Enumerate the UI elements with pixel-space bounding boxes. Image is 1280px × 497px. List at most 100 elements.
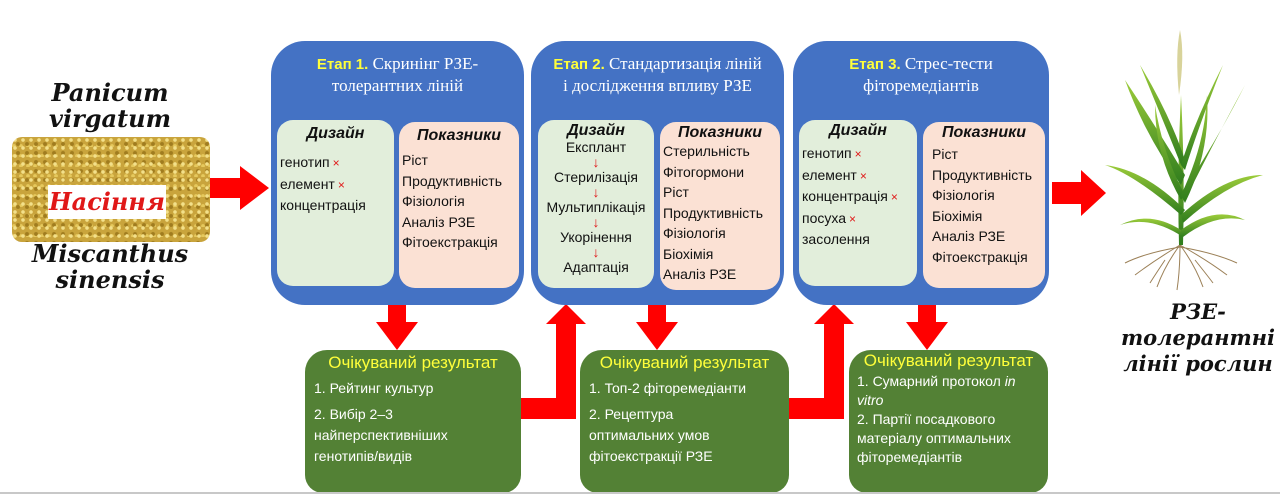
stage-2-metrics-heading: Показники — [678, 124, 762, 141]
stage-2-metric-item: Фізіологія — [663, 225, 726, 241]
stage-3-metric-item: Продуктивність — [932, 166, 1032, 183]
output-label-line1: РЗЕ- — [1170, 299, 1226, 324]
stage-3-metric-item: Аналіз РЗЕ — [932, 228, 1006, 244]
stage-3-title: Етап 3. Стрес-тести фіторемедіантів — [793, 53, 1049, 96]
output-label-line2: толерантні — [1120, 325, 1276, 350]
output-label-line3: лінії рослин — [1123, 351, 1273, 376]
arrow-stage1-to-result1 — [376, 304, 418, 350]
stage-2-metric-item: Стерильність — [663, 143, 750, 159]
stage-3-metric-item: Біохімія — [932, 207, 983, 224]
arrow-seeds-to-stage1 — [210, 166, 269, 210]
result-1-box: Очікуваний результат 1. Рейтинг культур … — [305, 350, 521, 493]
stage-3-metric-item: Фізіологія — [932, 187, 995, 203]
cross-icon: × — [854, 147, 862, 161]
down-arrow-icon: ↓ — [592, 214, 600, 230]
stage-1-number: Етап 1. — [316, 56, 369, 73]
stage-1-box: Етап 1. Скринінг РЗЕ- толерантних ліній … — [271, 41, 524, 305]
stage-3-title-line1: Стрес-тести — [904, 54, 993, 73]
stage-3-design-item: засолення — [802, 231, 870, 247]
stage-3-design-item: генотип× — [802, 145, 862, 161]
cross-icon: × — [332, 156, 340, 170]
stage-2-metric-item: Аналіз РЗЕ — [663, 266, 737, 282]
down-arrow-icon: ↓ — [592, 154, 600, 170]
stage-2-box: Етап 2. Стандартизація ліній і досліджен… — [531, 41, 784, 305]
stage-3-design-item: посуха× — [802, 209, 857, 226]
species-panicum-epithet: virgatum — [49, 104, 171, 133]
stage-1-metric-item: Фітоекстракція — [402, 234, 498, 250]
stage-3-design-heading: Дизайн — [829, 122, 887, 139]
plant-icon — [1105, 30, 1263, 291]
stage-2-metrics-panel: Показники Стерильність Фітогормони Ріст … — [660, 122, 780, 290]
stage-2-metric-item: Продуктивність — [663, 204, 763, 221]
result-2-box: Очікуваний результат 1. Топ-2 фіторемеді… — [580, 350, 789, 493]
cross-icon: × — [859, 168, 867, 183]
arrow-stage3-to-result3 — [906, 304, 948, 350]
result-2-title: Очікуваний результат — [599, 353, 770, 372]
stage-2-flow-step: Стерилізація — [554, 169, 638, 185]
stage-1-design-item: генотип× — [280, 154, 340, 170]
arrow-stage3-to-plant — [1052, 170, 1106, 216]
stage-3-design-panel: Дизайн генотип× елемент× концентрація× п… — [799, 120, 917, 286]
stage-2-metric-item: Ріст — [663, 184, 689, 200]
arrow-result1-to-stage2 — [521, 304, 586, 419]
stage-3-metrics-heading: Показники — [942, 124, 1026, 141]
down-arrow-icon: ↓ — [592, 244, 600, 260]
stage-1-metrics-heading: Показники — [417, 127, 501, 144]
stage-2-metric-item: Біохімія — [663, 245, 714, 262]
stage-1-design-item: концентрація — [280, 197, 366, 213]
stage-2-flow-step: Експлант — [565, 139, 627, 155]
result-1-item: 2. Вибір 2–3 найперспективніших генотипі… — [314, 406, 448, 464]
stage-3-design-item: концентрація× — [802, 188, 898, 204]
bottom-divider — [0, 492, 1280, 494]
result-3-box: Очікуваний результат 1. Сумарний протоко… — [849, 350, 1048, 493]
stage-2-flow-step: Укорінення — [560, 229, 632, 245]
down-arrow-icon: ↓ — [592, 184, 600, 200]
cross-icon: × — [337, 177, 345, 192]
species-miscanthus-epithet: sinensis — [55, 265, 165, 294]
stage-3-box: Етап 3. Стрес-тести фіторемедіантів Диза… — [793, 41, 1049, 305]
stage-3-title-line2: фіторемедіантів — [863, 76, 979, 95]
species-miscanthus-genus: Miscanthus — [31, 239, 189, 268]
stage-3-metric-item: Фітоекстракція — [932, 248, 1028, 265]
seeds-label: Насіння — [48, 185, 166, 219]
species-panicum: Panicum virgatum — [15, 80, 205, 132]
cross-icon: × — [849, 211, 857, 226]
result-1-item: 1. Рейтинг культур — [314, 380, 434, 396]
output-label: РЗЕ- толерантні лінії рослин — [1118, 299, 1278, 377]
stage-3-design-item: елемент× — [802, 166, 867, 183]
result-1-title: Очікуваний результат — [328, 353, 498, 372]
stage-2-title: Етап 2. Стандартизація ліній і досліджен… — [531, 53, 784, 96]
arrow-stage2-to-result2 — [636, 304, 678, 350]
result-3-item: 1. Сумарний протокол in vitro — [857, 373, 1016, 408]
stage-1-design-panel: Дизайн генотип× елемент× концентрація — [277, 120, 394, 286]
stage-2-title-line1: Стандартизація ліній — [609, 54, 762, 73]
stage-1-design-heading: Дизайн — [306, 125, 365, 142]
stage-3-metrics-panel: Показники Ріст Продуктивність Фізіологія… — [923, 122, 1045, 288]
stage-1-metric-item: Продуктивність — [402, 172, 502, 189]
species-miscanthus: Miscanthus sinensis — [10, 241, 210, 293]
stage-1-title-line1: Скринінг РЗЕ- — [372, 54, 479, 73]
cross-icon: × — [890, 190, 898, 204]
stage-1-metrics-panel: Показники Ріст Продуктивність Фізіологія… — [399, 122, 519, 288]
stage-2-design-panel: Дизайн Експлант ↓ Стерилізація ↓ Мультип… — [538, 120, 654, 288]
stage-2-title-line2: і дослідження впливу РЗЕ — [563, 76, 752, 95]
stage-1-title-line2: толерантних ліній — [331, 76, 464, 95]
stage-2-design-heading: Дизайн — [567, 122, 625, 139]
stage-1-metric-item: Ріст — [402, 152, 428, 168]
result-3-item: 2. Партії посадкового матеріалу оптималь… — [857, 411, 1011, 465]
stage-2-flow-step: Адаптація — [563, 259, 629, 275]
arrow-result2-to-stage3 — [788, 304, 854, 419]
result-3-title: Очікуваний результат — [863, 351, 1034, 370]
result-2-item: 2. Рецептура оптимальних умов фітоекстра… — [589, 406, 713, 464]
stage-3-metric-item: Ріст — [932, 146, 958, 162]
result-2-item: 1. Топ-2 фіторемедіанти — [589, 380, 747, 396]
stage-1-title: Етап 1. Скринінг РЗЕ- толерантних ліній — [271, 53, 524, 96]
stage-2-number: Етап 2. — [553, 56, 605, 73]
stage-1-design-item: елемент× — [280, 175, 345, 192]
stage-2-metric-item: Фітогормони — [663, 163, 745, 180]
stage-1-metric-item: Аналіз РЗЕ — [402, 213, 476, 230]
species-panicum-genus: Panicum — [51, 78, 169, 107]
stage-1-metric-item: Фізіологія — [402, 193, 465, 209]
stage-3-number: Етап 3. — [849, 56, 901, 73]
